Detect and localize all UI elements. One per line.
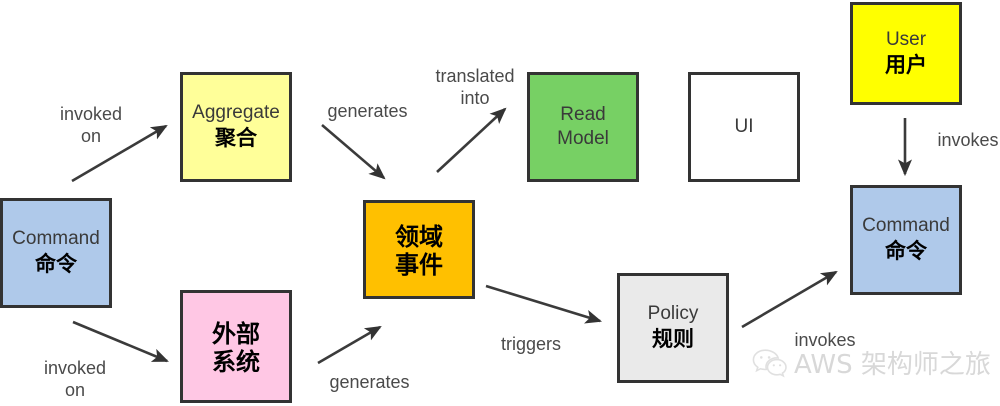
node-label-en: Policy (647, 303, 699, 325)
edge-label-command-to-external-system: invoked on (43, 358, 107, 400)
node-label-cn: 规则 (652, 327, 694, 352)
edge-label-command-to-aggregate: invoked on (59, 104, 123, 146)
arrow-command-to-external-system (72, 320, 169, 363)
node-label-en: UI (734, 116, 754, 138)
arrow-external-system-to-domain-event (317, 325, 382, 365)
node-label-en: Aggregate (192, 102, 280, 124)
edge-label-aggregate-to-domain-event: generates (327, 101, 408, 121)
edge-label-policy-to-command: invokes (794, 330, 856, 350)
node-label-cn: 用户 (885, 52, 927, 77)
wechat-icon (752, 348, 787, 378)
arrow-lines-group (71, 107, 913, 365)
node-label-cn: 外部系统 (212, 319, 260, 376)
node-external-system: 外部系统 (180, 290, 292, 403)
node-label-cn: 聚合 (215, 126, 257, 151)
edge-label-domain-event-to-read-model: translated into (435, 66, 515, 108)
node-label-en: Command (862, 215, 950, 237)
arrow-domain-event-to-policy (485, 284, 602, 324)
node-label-cn: 领域事件 (395, 222, 443, 279)
edge-label-domain-event-to-policy: triggers (500, 334, 562, 354)
edge-label-user-to-command: invokes (937, 130, 999, 150)
node-ui: UI (688, 72, 800, 182)
watermark-text: AWS 架构师之旅 (794, 350, 991, 380)
node-domain-event: 领域事件 (363, 200, 475, 299)
arrow-policy-to-command (741, 270, 838, 329)
arrow-command-to-aggregate (71, 124, 168, 183)
node-label-en: Command (12, 228, 100, 250)
node-label-cn: 命令 (885, 239, 927, 264)
node-label-en: User (885, 28, 927, 50)
node-label-cn: 命令 (35, 252, 77, 277)
watermark: AWS 架构师之旅 (752, 344, 991, 381)
arrow-domain-event-to-read-model (436, 107, 507, 173)
edge-label-external-system-to-domain-event: generates (329, 372, 410, 392)
arrow-aggregate-to-domain-event (321, 124, 386, 180)
